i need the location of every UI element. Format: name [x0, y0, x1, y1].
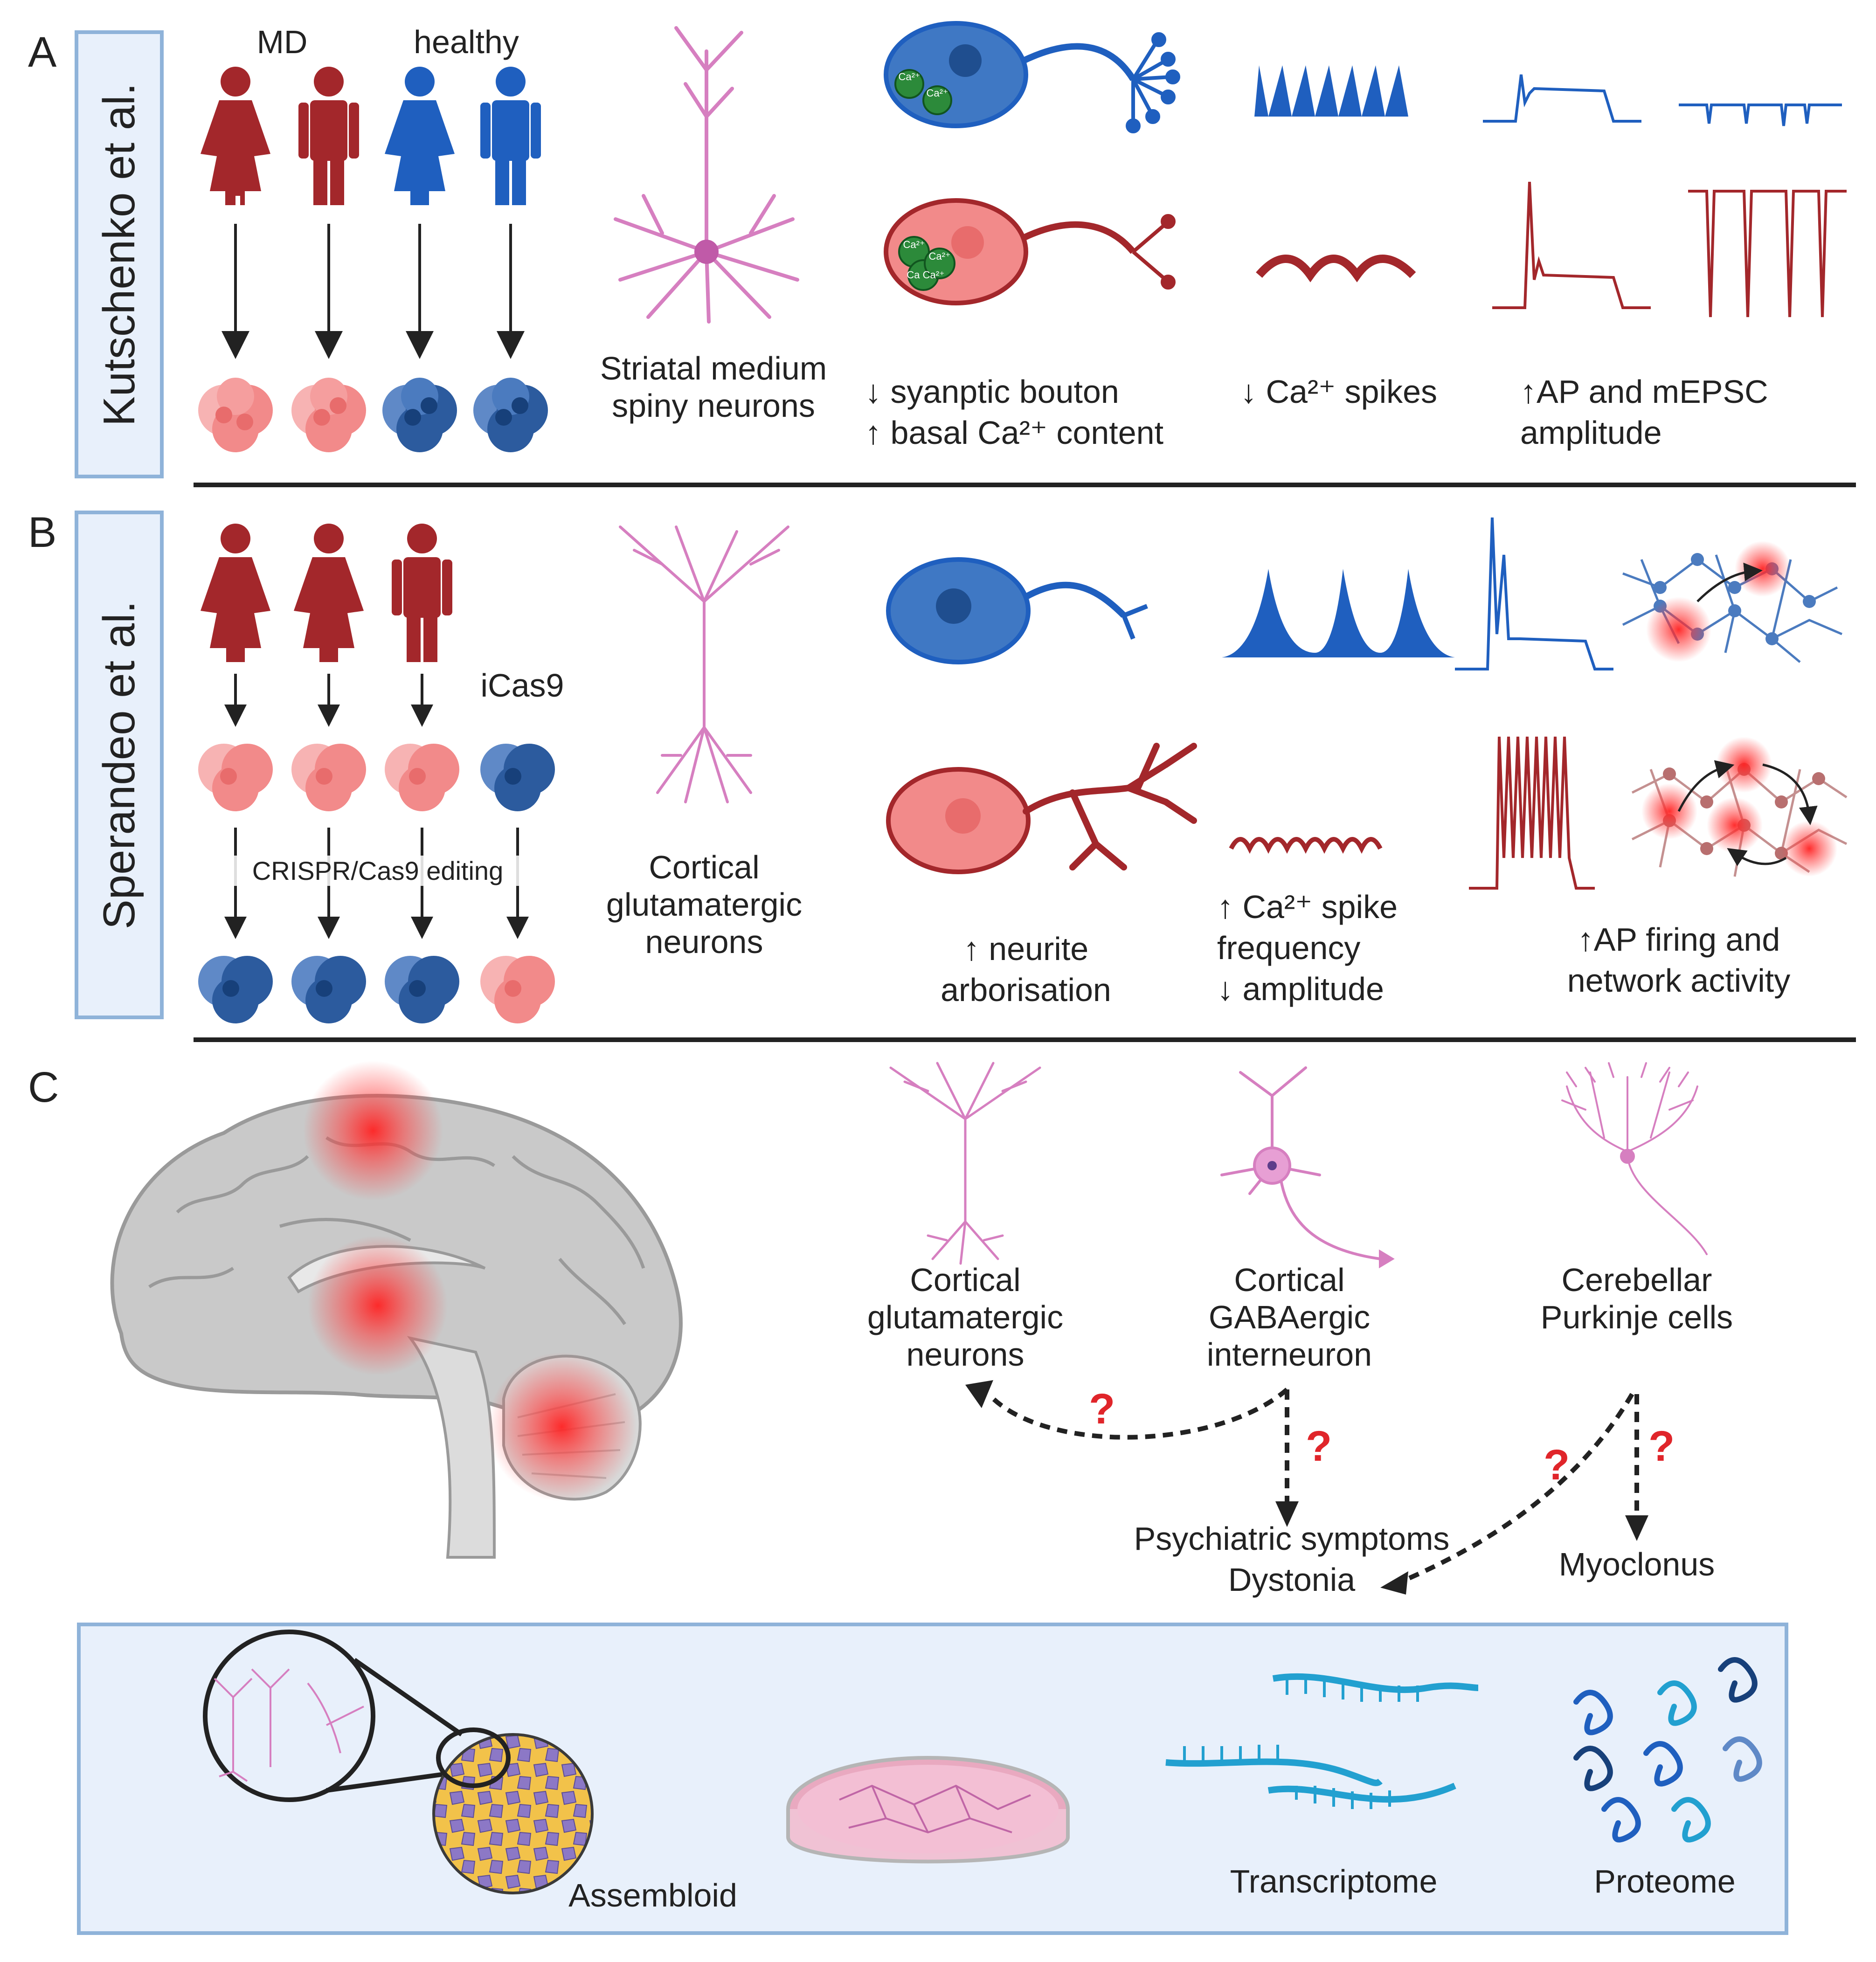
- assembloid-icon: [203, 1630, 594, 1894]
- ca-spikes-b-md-trace: [1229, 837, 1383, 854]
- arrows-b-top: [224, 674, 433, 727]
- ca-label-1: Ca²⁺: [898, 71, 921, 83]
- ipsc-b-md-2-icon: [291, 744, 366, 811]
- panel-b: [198, 517, 1848, 1023]
- tool-transcriptome: Transcriptome: [1230, 1863, 1438, 1900]
- finding-a-electro-1: ↑AP and mEPSC: [1520, 373, 1768, 410]
- tool-proteome: Proteome: [1594, 1863, 1736, 1900]
- finding-b-calcium-1: ↑ Ca²⁺ spike: [1217, 889, 1398, 925]
- md-neuron-bouton-icon: [884, 198, 1176, 305]
- ca-spikes-healthy-trace: [1254, 65, 1408, 117]
- study-box-a: Kutschenko et al.: [75, 30, 164, 478]
- petri-dish-icon: [786, 1756, 1070, 1864]
- cell-type-c-2: Cortical GABAergic interneuron: [1206, 1262, 1372, 1373]
- neuron-type-b: Cortical glutamatergic neurons: [606, 849, 803, 960]
- question-mark-1: ?: [1089, 1385, 1115, 1433]
- group-label-healthy: healthy: [414, 24, 519, 60]
- symptom-dystonia: Dystonia: [1228, 1561, 1356, 1598]
- arrowhead-to-symptoms: [1275, 1501, 1299, 1527]
- neuron-type-a: Striatal medium spiny neurons: [600, 350, 827, 424]
- person-healthy-female-icon: [385, 67, 455, 205]
- arrows-to-ipsc: [222, 224, 525, 359]
- ipsc-cluster-md-1-icon: [198, 378, 273, 452]
- ipsc-b-icas9-icon: [480, 744, 555, 811]
- finding-a-morph-1: ↓ syanptic bouton: [865, 373, 1119, 410]
- finding-a-morph-2: ↑ basal Ca²⁺ content: [865, 415, 1164, 451]
- tool-assembloid: Assembloid: [568, 1877, 737, 1914]
- person-md-male-icon: [298, 67, 359, 205]
- ca-spikes-b-healthy-trace: [1222, 569, 1455, 657]
- striatal-msn-neuron-icon: [614, 26, 799, 324]
- person-b-female-1-icon: [201, 524, 270, 662]
- ipsc-b-edited-4-icon: [480, 956, 555, 1023]
- ca-label-2: Ca²⁺: [926, 87, 948, 99]
- ipsc-b-edited-2-icon: [291, 956, 366, 1023]
- icas9-label: iCas9: [480, 667, 564, 704]
- ipsc-cluster-healthy-2-icon: [473, 378, 548, 452]
- panel-letter-c: C: [28, 1064, 59, 1111]
- ca-label-5: Ca Ca²⁺: [907, 269, 945, 281]
- group-label-md: MD: [256, 24, 308, 60]
- network-healthy-icon: [1622, 541, 1842, 663]
- finding-b-calcium-2: frequency: [1217, 930, 1361, 966]
- person-b-female-2-icon: [294, 524, 364, 662]
- ca-spikes-md-trace: [1256, 255, 1416, 283]
- arrowhead-to-myoclonus: [1625, 1515, 1648, 1541]
- cell-type-c-1: Cortical glutamatergic neurons: [867, 1262, 1064, 1373]
- purkinje-cell-icon: [1561, 1062, 1708, 1255]
- ap-b-md-trace: [1469, 736, 1595, 890]
- person-healthy-male-icon: [480, 67, 541, 205]
- symptom-psychiatric: Psychiatric symptoms: [1134, 1520, 1450, 1557]
- ap-b-healthy-trace: [1455, 517, 1613, 670]
- ipsc-b-md-1-icon: [198, 744, 273, 811]
- mepsc-healthy-trace: [1679, 104, 1842, 126]
- finding-b-morph-1: ↑ neurite: [963, 931, 1089, 967]
- person-md-female-icon: [201, 67, 270, 205]
- symptom-myoclonus: Myoclonus: [1558, 1546, 1715, 1582]
- network-md-icon: [1631, 737, 1848, 877]
- finding-b-morph-2: arborisation: [941, 972, 1111, 1008]
- cortical-glutamatergic-neuron-c-icon: [889, 1062, 1041, 1265]
- study-label-b: Sperandeo et al.: [94, 601, 144, 929]
- brain-sagittal-icon: [110, 1061, 683, 1559]
- finding-b-electro-1: ↑AP firing and: [1577, 921, 1780, 958]
- cortical-gabaergic-interneuron-icon: [1220, 1066, 1395, 1269]
- panel-c: [110, 1061, 1762, 1894]
- panel-letter-a: A: [28, 28, 57, 76]
- mepsc-md-trace: [1688, 190, 1847, 318]
- ca-label-4: Ca²⁺: [928, 250, 951, 262]
- panel-a: [198, 21, 1847, 452]
- finding-b-calcium-3: ↓ amplitude: [1217, 971, 1384, 1007]
- question-mark-4: ?: [1648, 1423, 1675, 1470]
- finding-a-calcium: ↓ Ca²⁺ spikes: [1240, 373, 1438, 410]
- proteome-proteins-icon: [1573, 1657, 1762, 1843]
- question-mark-3: ?: [1544, 1441, 1570, 1489]
- study-label-a: Kutschenko et al.: [94, 83, 144, 426]
- ipsc-b-edited-1-icon: [198, 956, 273, 1023]
- cell-type-c-3: Cerebellar Purkinje cells: [1540, 1262, 1733, 1335]
- ap-healthy-trace: [1483, 74, 1641, 123]
- person-b-male-icon: [392, 524, 452, 662]
- cortical-glutamatergic-neuron-icon: [619, 525, 789, 803]
- arrowhead-to-dystonia: [1380, 1571, 1408, 1595]
- transcriptome-rna-icon: [1165, 1673, 1479, 1809]
- dashed-arrows: [987, 1388, 1639, 1583]
- study-box-b: Sperandeo et al.: [75, 511, 164, 1019]
- ipsc-cluster-healthy-1-icon: [382, 378, 457, 452]
- finding-b-electro-2: network activity: [1567, 962, 1791, 999]
- healthy-neuron-b-icon: [886, 557, 1148, 664]
- arrowhead-to-glutamatergic: [965, 1380, 993, 1408]
- crispr-editing-label: CRISPR/Cas9 editing: [233, 856, 522, 886]
- finding-a-electro-2: amplitude: [1520, 415, 1662, 451]
- ipsc-cluster-md-2-icon: [291, 378, 366, 452]
- ap-md-trace: [1492, 181, 1651, 309]
- ipsc-b-md-3-icon: [385, 744, 459, 811]
- healthy-neuron-bouton-icon: [884, 21, 1180, 133]
- panel-letter-b: B: [28, 509, 57, 556]
- ipsc-b-edited-3-icon: [385, 956, 459, 1023]
- md-neuron-b-arborised-icon: [886, 743, 1197, 874]
- ca-label-3: Ca²⁺: [903, 239, 925, 250]
- question-mark-2: ?: [1306, 1423, 1332, 1470]
